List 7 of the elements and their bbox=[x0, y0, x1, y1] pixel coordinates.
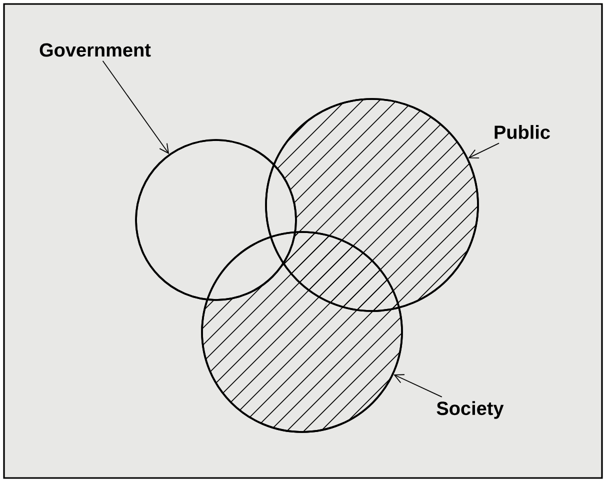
label-text: Public bbox=[494, 125, 550, 139]
arrow bbox=[468, 142, 500, 158]
arrow bbox=[102, 60, 170, 154]
label-text: Government bbox=[40, 43, 151, 57]
label-text: Society bbox=[436, 401, 504, 419]
arrow bbox=[394, 374, 442, 398]
circle bbox=[135, 139, 297, 301]
